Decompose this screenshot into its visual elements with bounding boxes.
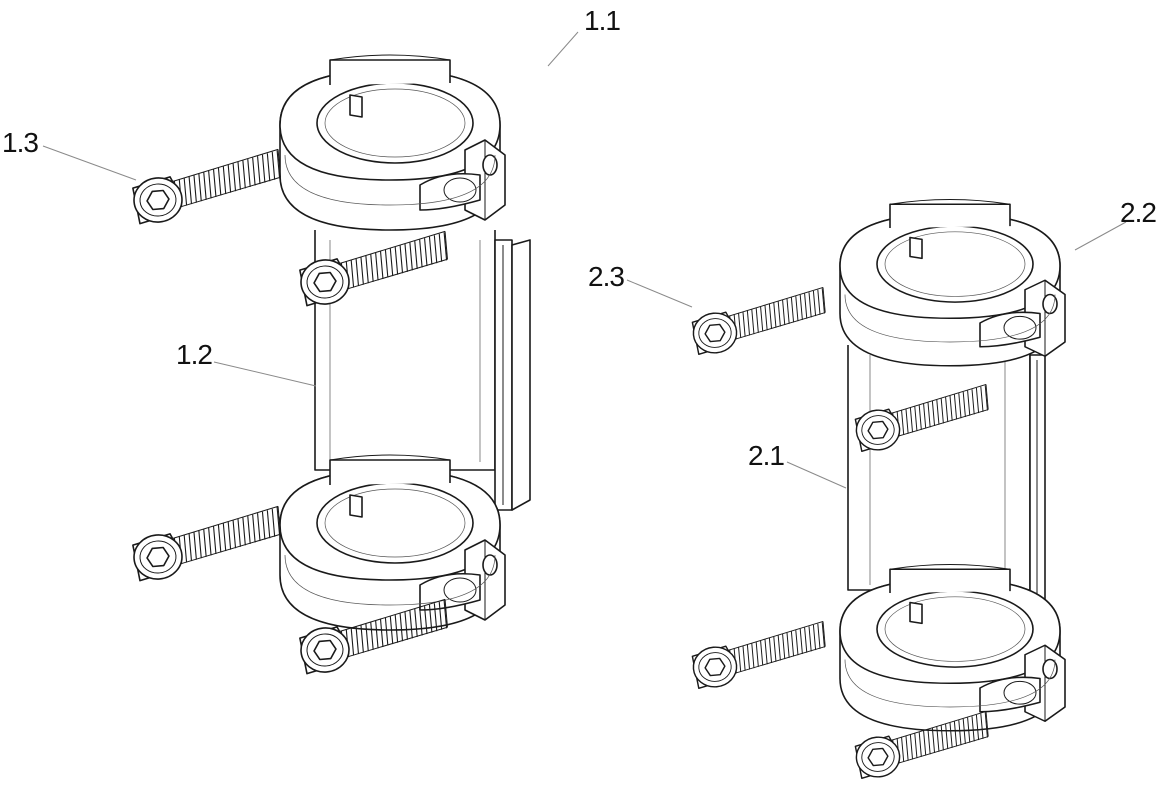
leader-1-2 xyxy=(213,361,317,387)
callout-1-3: 1.3 xyxy=(2,127,38,158)
screw-2-3-top-left xyxy=(689,286,829,356)
callout-1-2: 1.2 xyxy=(176,339,212,370)
callout-2-2: 2.2 xyxy=(1120,197,1156,228)
callout-1-1: 1.1 xyxy=(584,5,620,36)
leader-1-3 xyxy=(42,145,137,181)
upper-collar-1-1 xyxy=(279,54,506,231)
leader-2-3 xyxy=(626,279,693,308)
assembly-1 xyxy=(129,54,531,675)
assembly-2 xyxy=(689,198,1066,780)
screw-2-3-bottom-left xyxy=(689,620,829,690)
tube-1-2 xyxy=(314,230,531,511)
screw-1-3-bottom-left xyxy=(129,505,285,582)
leader-2-1 xyxy=(786,461,847,489)
leader-1-1 xyxy=(547,31,579,67)
tube-2-1 xyxy=(847,345,1046,621)
leader-2-2 xyxy=(1074,221,1127,251)
screw-1-3-top-left xyxy=(129,148,285,225)
callout-2-1: 2.1 xyxy=(748,440,784,471)
lower-collar-1 xyxy=(279,454,506,631)
upper-collar-2-2 xyxy=(839,198,1066,367)
leader-lines xyxy=(42,31,1127,489)
callout-2-3: 2.3 xyxy=(588,261,624,292)
callout-labels: 1.1 1.2 1.3 2.1 2.2 2.3 xyxy=(2,5,1157,471)
